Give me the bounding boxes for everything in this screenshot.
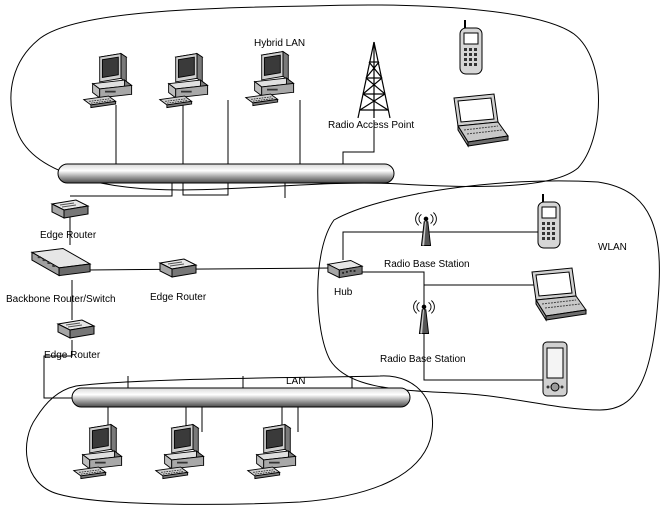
base-station-icon bbox=[414, 301, 435, 334]
desktop-computer-icon bbox=[248, 425, 296, 479]
laptop-icon bbox=[454, 94, 508, 146]
desktop-computer-icon bbox=[156, 425, 204, 479]
switch-icon bbox=[32, 248, 90, 275]
hub-icon bbox=[328, 261, 362, 278]
edge-router-middle-label: Edge Router bbox=[150, 292, 207, 303]
radio-access-point-label: Radio Access Point bbox=[328, 120, 414, 131]
laptop-icon bbox=[532, 268, 586, 320]
backbone-router-switch-label: Backbone Router/Switch bbox=[6, 294, 116, 305]
edge-router-top-label: Edge Router bbox=[40, 230, 97, 241]
router-icon bbox=[58, 320, 94, 338]
router-icon bbox=[52, 200, 88, 218]
hub-label: Hub bbox=[334, 287, 353, 298]
edge-router-bottom-label: Edge Router bbox=[44, 350, 101, 361]
router-icon bbox=[160, 259, 196, 277]
radio-tower-icon bbox=[358, 42, 390, 118]
pda-icon bbox=[543, 342, 567, 396]
hybrid-lan-backbone-cable bbox=[58, 164, 394, 183]
wlan-label: WLAN bbox=[598, 242, 627, 253]
wlan-cloud bbox=[318, 181, 660, 410]
desktop-computer-icon bbox=[84, 54, 132, 108]
radio-base-station-2-label: Radio Base Station bbox=[380, 354, 466, 365]
desktop-computer-icon bbox=[160, 54, 208, 108]
radio-base-station-1-label: Radio Base Station bbox=[384, 259, 470, 270]
base-station-icon bbox=[416, 213, 437, 246]
mobile-phone-icon bbox=[460, 20, 482, 74]
hybrid-lan-label: Hybrid LAN bbox=[254, 38, 305, 49]
desktop-computer-icon bbox=[74, 425, 122, 479]
mobile-phone-icon bbox=[538, 194, 560, 248]
desktop-computer-icon bbox=[246, 52, 294, 106]
lan-backbone-cable bbox=[72, 388, 410, 407]
lan-label: LAN bbox=[286, 376, 305, 387]
